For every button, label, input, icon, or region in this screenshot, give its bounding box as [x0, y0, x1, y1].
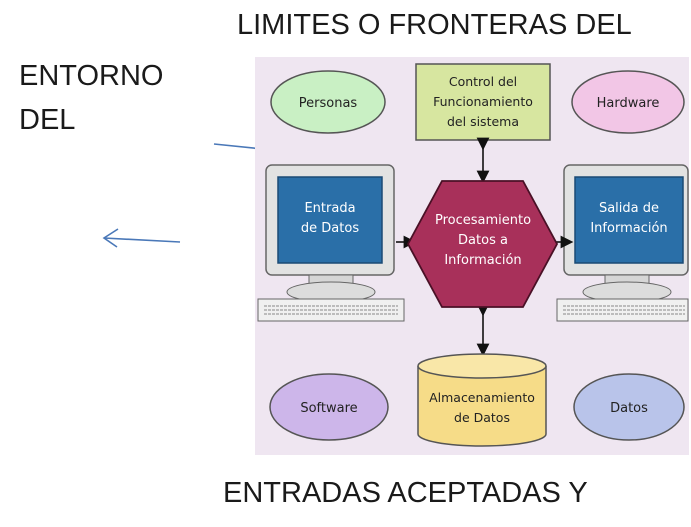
- control-label-line-2: Funcionamiento: [433, 94, 533, 109]
- slide-title-top: LIMITES O FRONTERAS DEL: [237, 9, 632, 41]
- salida-label-line-2: Información: [590, 221, 667, 236]
- hardware-label: Hardware: [597, 96, 660, 111]
- almacenamiento-label-line-1: Almacenamiento: [429, 390, 535, 405]
- almacenamiento-label-line-2: de Datos: [454, 410, 510, 425]
- entrada-label-line-2: de Datos: [301, 221, 359, 236]
- personas-label: Personas: [299, 96, 358, 111]
- control-label-line-3: del sistema: [447, 114, 519, 129]
- proceso-label-line-3: Información: [444, 253, 521, 268]
- control-label-line-1: Control del: [449, 74, 517, 89]
- proceso-label-line-2: Datos a: [458, 233, 508, 248]
- arrow-left-icon: [102, 228, 181, 248]
- storage-node: Almacenamiento de Datos: [417, 353, 547, 447]
- entrada-label-line-1: Entrada: [304, 201, 355, 216]
- datos-label: Datos: [610, 401, 648, 416]
- output-computer-icon: Salida de Información: [556, 164, 689, 322]
- hardware-node: Hardware: [571, 70, 685, 134]
- slide-title-bottom: ENTRADAS ACEPTADAS Y: [223, 477, 588, 509]
- system-diagram-canvas: Personas Hardware Control del Funcionami…: [257, 63, 689, 447]
- system-diagram: Personas Hardware Control del Funcionami…: [255, 57, 689, 455]
- personas-node: Personas: [270, 70, 386, 134]
- input-computer-icon: Entrada de Datos: [257, 164, 405, 322]
- control-node: Control del Funcionamiento del sistema: [415, 63, 551, 141]
- side-label: ENTORNO DEL: [19, 54, 163, 142]
- datos-node: Datos: [573, 373, 685, 441]
- software-node: Software: [269, 373, 389, 441]
- software-label: Software: [300, 401, 357, 416]
- side-label-line-2: DEL: [19, 104, 76, 136]
- proceso-label-line-1: Procesamiento: [435, 213, 531, 228]
- processing-node: Procesamiento Datos a Información: [406, 180, 559, 308]
- side-label-line-1: ENTORNO: [19, 60, 164, 92]
- salida-label-line-1: Salida de: [599, 201, 659, 216]
